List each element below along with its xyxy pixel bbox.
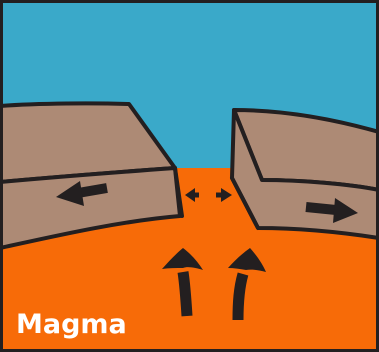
magma-label: Magma [16, 309, 127, 341]
